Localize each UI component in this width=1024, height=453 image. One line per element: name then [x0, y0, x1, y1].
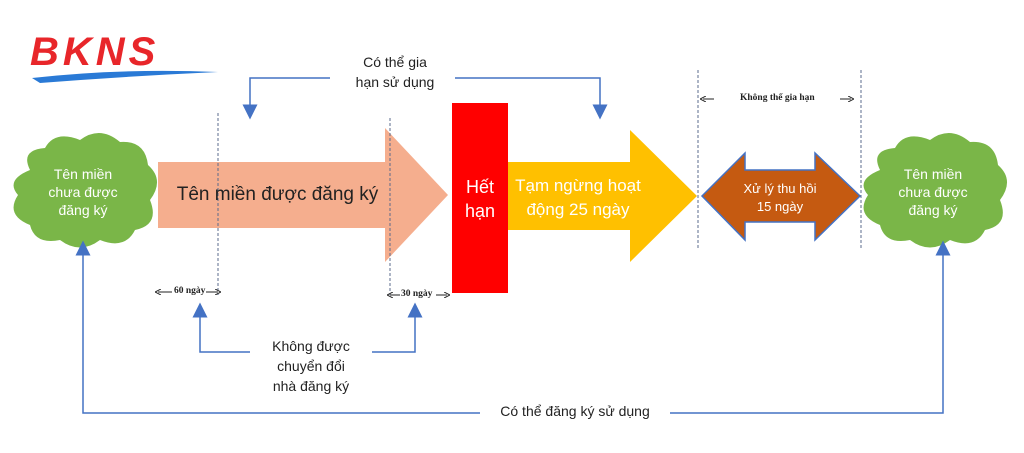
no-transfer-connector-right — [372, 302, 423, 353]
recovery-double-arrow — [700, 151, 862, 242]
cloud-left — [13, 132, 158, 248]
registered-label: Tên miền được đăng ký — [176, 184, 379, 205]
cloud-right — [863, 132, 1008, 248]
no-renew-label: Không thể gia hạn — [740, 93, 815, 103]
no-transfer-connector-left — [192, 302, 250, 353]
cloud-right-label: Tên miền chưa được đăng ký — [898, 166, 968, 218]
days-30-label: 30 ngày — [401, 289, 433, 299]
can-register-connector-right — [670, 240, 951, 414]
no-transfer-annotation: Không được chuyển đổi nhà đăng ký — [250, 336, 372, 396]
recovery-label: Xử lý thu hồi 15 ngày — [743, 181, 817, 214]
cloud-left-label: Tên miền chưa được đăng ký — [48, 166, 118, 218]
suspended-label: Tạm ngừng hoạt động 25 ngày — [515, 176, 641, 219]
registered-arrow — [158, 128, 448, 262]
expired-box — [452, 103, 508, 293]
logo-text: BKNS — [30, 30, 160, 74]
renew-connector — [242, 77, 330, 120]
days-60-label: 60 ngày — [174, 286, 206, 296]
logo-swoosh — [32, 70, 218, 83]
expired-label: Hết hạn — [464, 177, 496, 221]
renew-connector-right — [455, 77, 608, 120]
suspended-arrow — [508, 130, 697, 262]
bkns-logo: BKNS — [30, 30, 220, 85]
can-register-annotation: Có thể đăng ký sử dụng — [480, 403, 670, 419]
can-register-connector-left — [75, 240, 480, 414]
renew-annotation: Có thể gia hạn sử dụng — [340, 52, 450, 92]
